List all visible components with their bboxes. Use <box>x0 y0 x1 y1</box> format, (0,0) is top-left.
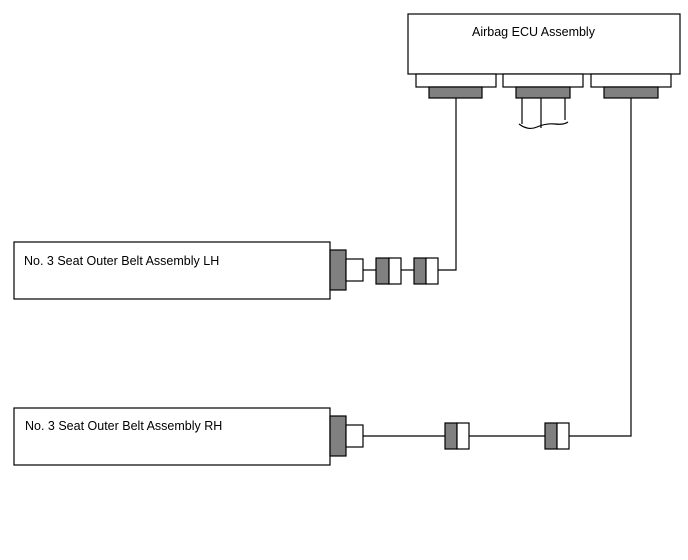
seat-belt-assembly-lh: No. 3 Seat Outer Belt Assembly LH <box>13 241 364 300</box>
belt-rh-connector-housing <box>345 424 364 448</box>
belt-lh-body <box>13 241 331 300</box>
belt-rh-body <box>13 407 331 466</box>
belt-lh-label: No. 3 Seat Outer Belt Assembly LH <box>24 254 219 268</box>
belt-rh-connector-plug <box>329 415 347 457</box>
ecu-label: Airbag ECU Assembly <box>472 25 596 39</box>
wire-lh <box>363 98 457 285</box>
ecu-connector-3-plug <box>603 86 659 99</box>
ecu-connector-2-plug <box>515 86 571 99</box>
wire-rh <box>363 98 632 450</box>
belt-rh-label: No. 3 Seat Outer Belt Assembly RH <box>25 419 222 433</box>
inline-connector-lh-2-plug <box>413 257 427 285</box>
inline-connector-lh-1-plug <box>375 257 390 285</box>
seat-belt-assembly-rh: No. 3 Seat Outer Belt Assembly RH <box>13 407 364 466</box>
inline-connector-rh-1-housing <box>456 422 470 450</box>
ecu-body <box>407 13 681 75</box>
belt-lh-connector-plug <box>329 249 347 291</box>
inline-connector-rh-1-plug <box>444 422 458 450</box>
inline-connector-rh-2-housing <box>556 422 570 450</box>
wire-bundle-stub <box>518 98 569 130</box>
ecu-connector-2-housing <box>502 73 584 88</box>
ecu-connector-1-housing <box>415 73 497 88</box>
ecu-connector-1-plug <box>428 86 483 99</box>
inline-connector-lh-1-housing <box>388 257 402 285</box>
inline-connector-rh-2-plug <box>544 422 558 450</box>
belt-lh-connector-housing <box>345 258 364 282</box>
inline-connector-lh-2-housing <box>425 257 439 285</box>
ecu-connector-3-housing <box>590 73 672 88</box>
airbag-ecu-assembly: Airbag ECU Assembly <box>407 13 681 99</box>
